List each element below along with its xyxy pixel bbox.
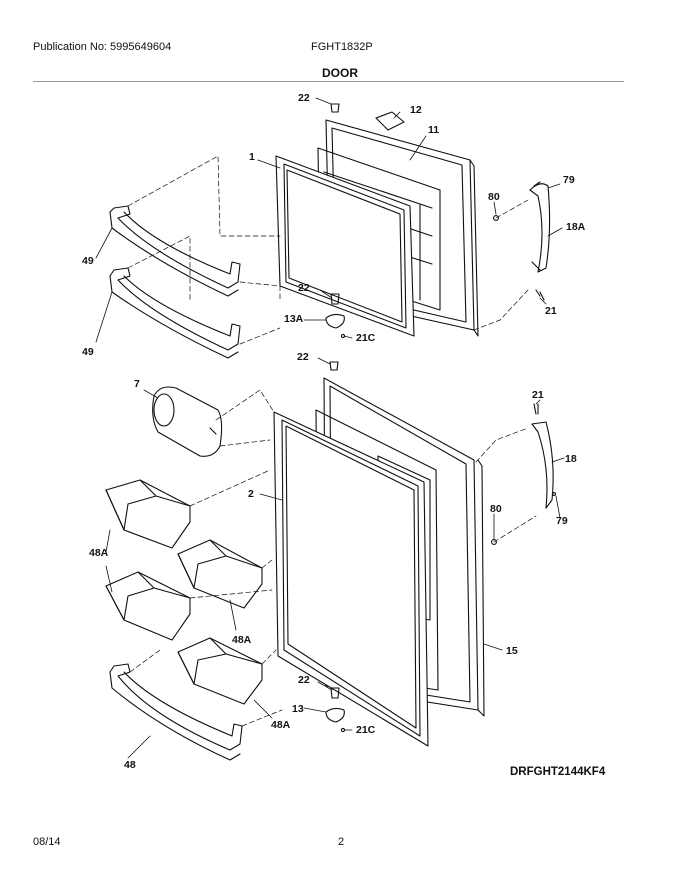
part-label-15: 15 xyxy=(506,645,518,657)
door-bin-1 xyxy=(105,479,191,549)
part-label-18A: 18A xyxy=(566,221,586,233)
upper-label-plate xyxy=(375,111,405,131)
model-number: FGHT1832P xyxy=(311,41,373,53)
leader-lines xyxy=(95,97,565,759)
part-label-22: 22 xyxy=(298,92,310,104)
part-label-79: 79 xyxy=(556,515,568,527)
page-title: DOOR xyxy=(322,66,358,80)
diagram-code: DRFGHT2144KF4 xyxy=(510,766,606,778)
door-bin-3 xyxy=(105,571,191,641)
part-label-21C: 21C xyxy=(356,332,376,344)
door-bin-4 xyxy=(177,637,263,705)
part-label-22: 22 xyxy=(298,674,310,686)
lower-door-gasket xyxy=(273,411,429,747)
part-label-13: 13 xyxy=(292,703,304,715)
part-label-7: 7 xyxy=(134,378,140,390)
upper-door-shelf-upper xyxy=(109,205,241,297)
upper-door-handle xyxy=(529,181,551,273)
upper-hardware xyxy=(325,103,545,339)
page-number: 2 xyxy=(338,836,345,848)
part-label-49-upper: 49 xyxy=(82,255,94,267)
part-label-2: 2 xyxy=(248,488,254,500)
part-label-48A: 48A xyxy=(89,547,109,559)
part-label-21: 21 xyxy=(545,305,557,317)
lower-hardware xyxy=(325,361,556,733)
part-label-48A: 48A xyxy=(271,719,291,731)
part-label-13A: 13A xyxy=(284,313,304,325)
part-label-22: 22 xyxy=(298,282,310,294)
part-label-80: 80 xyxy=(488,191,500,203)
lower-door-handle xyxy=(531,421,554,509)
door-bin-2 xyxy=(177,539,263,609)
part-label-12: 12 xyxy=(410,104,422,116)
upper-door-shelf-lower xyxy=(109,267,241,359)
door-rail-48 xyxy=(109,663,243,761)
part-label-48: 48 xyxy=(124,759,136,771)
part-label-48A: 48A xyxy=(232,634,252,646)
publication-number: Publication No: 5995649604 xyxy=(33,41,172,53)
part-label-18: 18 xyxy=(565,453,577,465)
part-label-49-lower: 49 xyxy=(82,346,94,358)
dairy-compartment xyxy=(152,386,223,457)
footer-date: 08/14 xyxy=(33,836,61,848)
part-label-21: 21 xyxy=(532,389,544,401)
header-rule xyxy=(33,81,624,82)
part-label-79: 79 xyxy=(563,174,575,186)
part-label-1: 1 xyxy=(249,151,255,163)
part-label-11: 11 xyxy=(428,124,439,136)
part-label-80: 80 xyxy=(490,503,502,515)
assembly-lines xyxy=(127,155,537,727)
part-label-22: 22 xyxy=(297,351,309,363)
upper-door-gasket xyxy=(275,155,415,337)
part-label-21C: 21C xyxy=(356,724,376,736)
